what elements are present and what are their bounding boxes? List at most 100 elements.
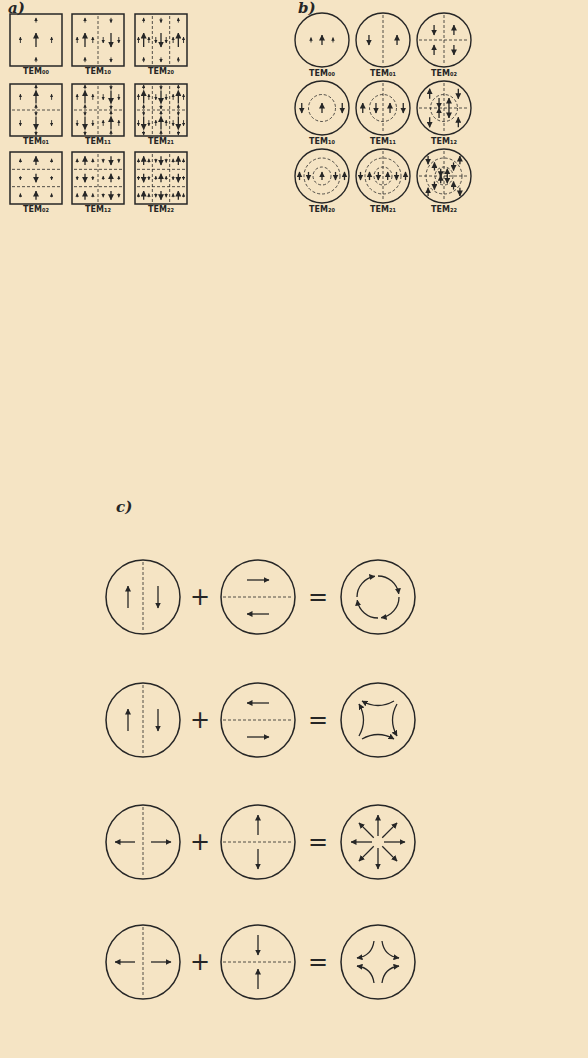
beam-outline: [356, 81, 410, 135]
field-arrow: [111, 85, 112, 90]
mode-square: [135, 152, 187, 204]
field-arrow: [459, 156, 460, 164]
field-arrow: [453, 162, 454, 170]
nodal-ring: [304, 158, 340, 194]
plus-sign: +: [190, 950, 210, 974]
field-arrow: [155, 176, 156, 180]
field-arrow: [155, 193, 156, 197]
mode-label: TEM₁₁: [85, 138, 111, 146]
mode-pattern: [135, 152, 187, 204]
field-arrow: [138, 94, 139, 100]
field-arrow: [160, 91, 161, 104]
field-arrow: [157, 709, 158, 731]
mode-pattern: [417, 149, 471, 203]
mode-square: [135, 14, 187, 66]
field-arrow: [166, 159, 167, 163]
field-arrow: [178, 174, 179, 183]
field-arrow: [118, 176, 119, 180]
field-line: [393, 704, 398, 736]
field-arrow: [115, 961, 135, 962]
field-arrow: [110, 117, 111, 130]
sum-row: [106, 560, 415, 634]
field-arrow: [301, 103, 302, 113]
field-arrow: [151, 841, 171, 842]
field-arrow: [85, 85, 86, 90]
field-arrow: [148, 120, 149, 126]
field-arrow: [92, 176, 93, 180]
field-arrow: [173, 120, 174, 126]
plus-sign: +: [190, 585, 210, 609]
field-arrow: [143, 156, 144, 165]
beam-outline: [417, 149, 471, 203]
field-arrow: [161, 18, 162, 23]
nodal-line: [223, 842, 293, 843]
mode-pattern: [135, 84, 187, 136]
field-arrow: [138, 159, 139, 163]
field-arrow: [453, 25, 454, 35]
field-arrow: [51, 176, 52, 180]
field-arrow: [453, 181, 454, 189]
field-line: [378, 576, 399, 594]
field-arrow: [360, 172, 361, 180]
field-line: [381, 597, 399, 618]
field-arrow: [138, 37, 139, 43]
field-arrow: [178, 33, 179, 47]
field-arrow: [173, 193, 174, 197]
beam-outline: [221, 560, 295, 634]
sum-row: [106, 925, 415, 999]
beam-outline: [295, 13, 349, 67]
field-arrow: [110, 174, 111, 183]
nodal-line: [98, 154, 99, 202]
field-arrow: [433, 25, 434, 35]
nodal-line: [383, 15, 384, 65]
nodal-line: [169, 16, 170, 64]
field-arrow: [36, 18, 37, 23]
field-arrow: [173, 37, 174, 43]
nodal-line: [169, 154, 170, 202]
equals-sign: =: [308, 830, 328, 854]
field-arrow: [377, 848, 378, 869]
field-arrow: [155, 120, 156, 126]
field-arrow: [111, 131, 112, 136]
field-arrow: [77, 176, 78, 180]
mode-label: TEM₀₂: [431, 70, 457, 78]
mode-label: TEM₁₂: [85, 206, 111, 214]
nodal-line: [223, 597, 293, 598]
field-arrow: [143, 91, 144, 104]
field-arrow: [344, 172, 345, 180]
field-arrow: [155, 94, 156, 100]
field-arrow: [118, 120, 119, 126]
field-arrow: [440, 175, 441, 183]
field-arrow: [110, 191, 111, 200]
mode-square: [135, 84, 187, 136]
mode-pattern: [356, 13, 410, 67]
field-arrow: [183, 176, 184, 180]
mode-label: TEM₂₀: [309, 206, 335, 214]
field-arrow: [51, 37, 52, 43]
field-arrow: [127, 709, 128, 731]
field-arrow: [36, 111, 37, 116]
field-arrow: [459, 188, 460, 196]
field-arrow: [118, 94, 119, 100]
field-arrow: [127, 586, 128, 608]
field-arrow: [178, 105, 179, 110]
field-arrow: [110, 156, 111, 165]
field-arrow: [84, 91, 85, 104]
field-arrow: [299, 172, 300, 180]
field-arrow: [103, 176, 104, 180]
field-arrow: [362, 103, 363, 113]
field-arrow: [143, 18, 144, 23]
field-arrow: [178, 117, 179, 130]
field-arrow: [382, 823, 397, 838]
field-arrow: [166, 37, 167, 43]
beam-outline: [341, 805, 415, 879]
field-arrow: [448, 98, 449, 108]
field-arrow: [257, 969, 258, 989]
field-arrow: [178, 91, 179, 104]
field-arrow: [458, 89, 459, 99]
mode-label: TEM₂₁: [148, 138, 174, 146]
field-arrow: [321, 172, 322, 180]
field-line: [357, 600, 378, 618]
field-arrow: [143, 191, 144, 200]
field-arrow: [335, 172, 336, 180]
